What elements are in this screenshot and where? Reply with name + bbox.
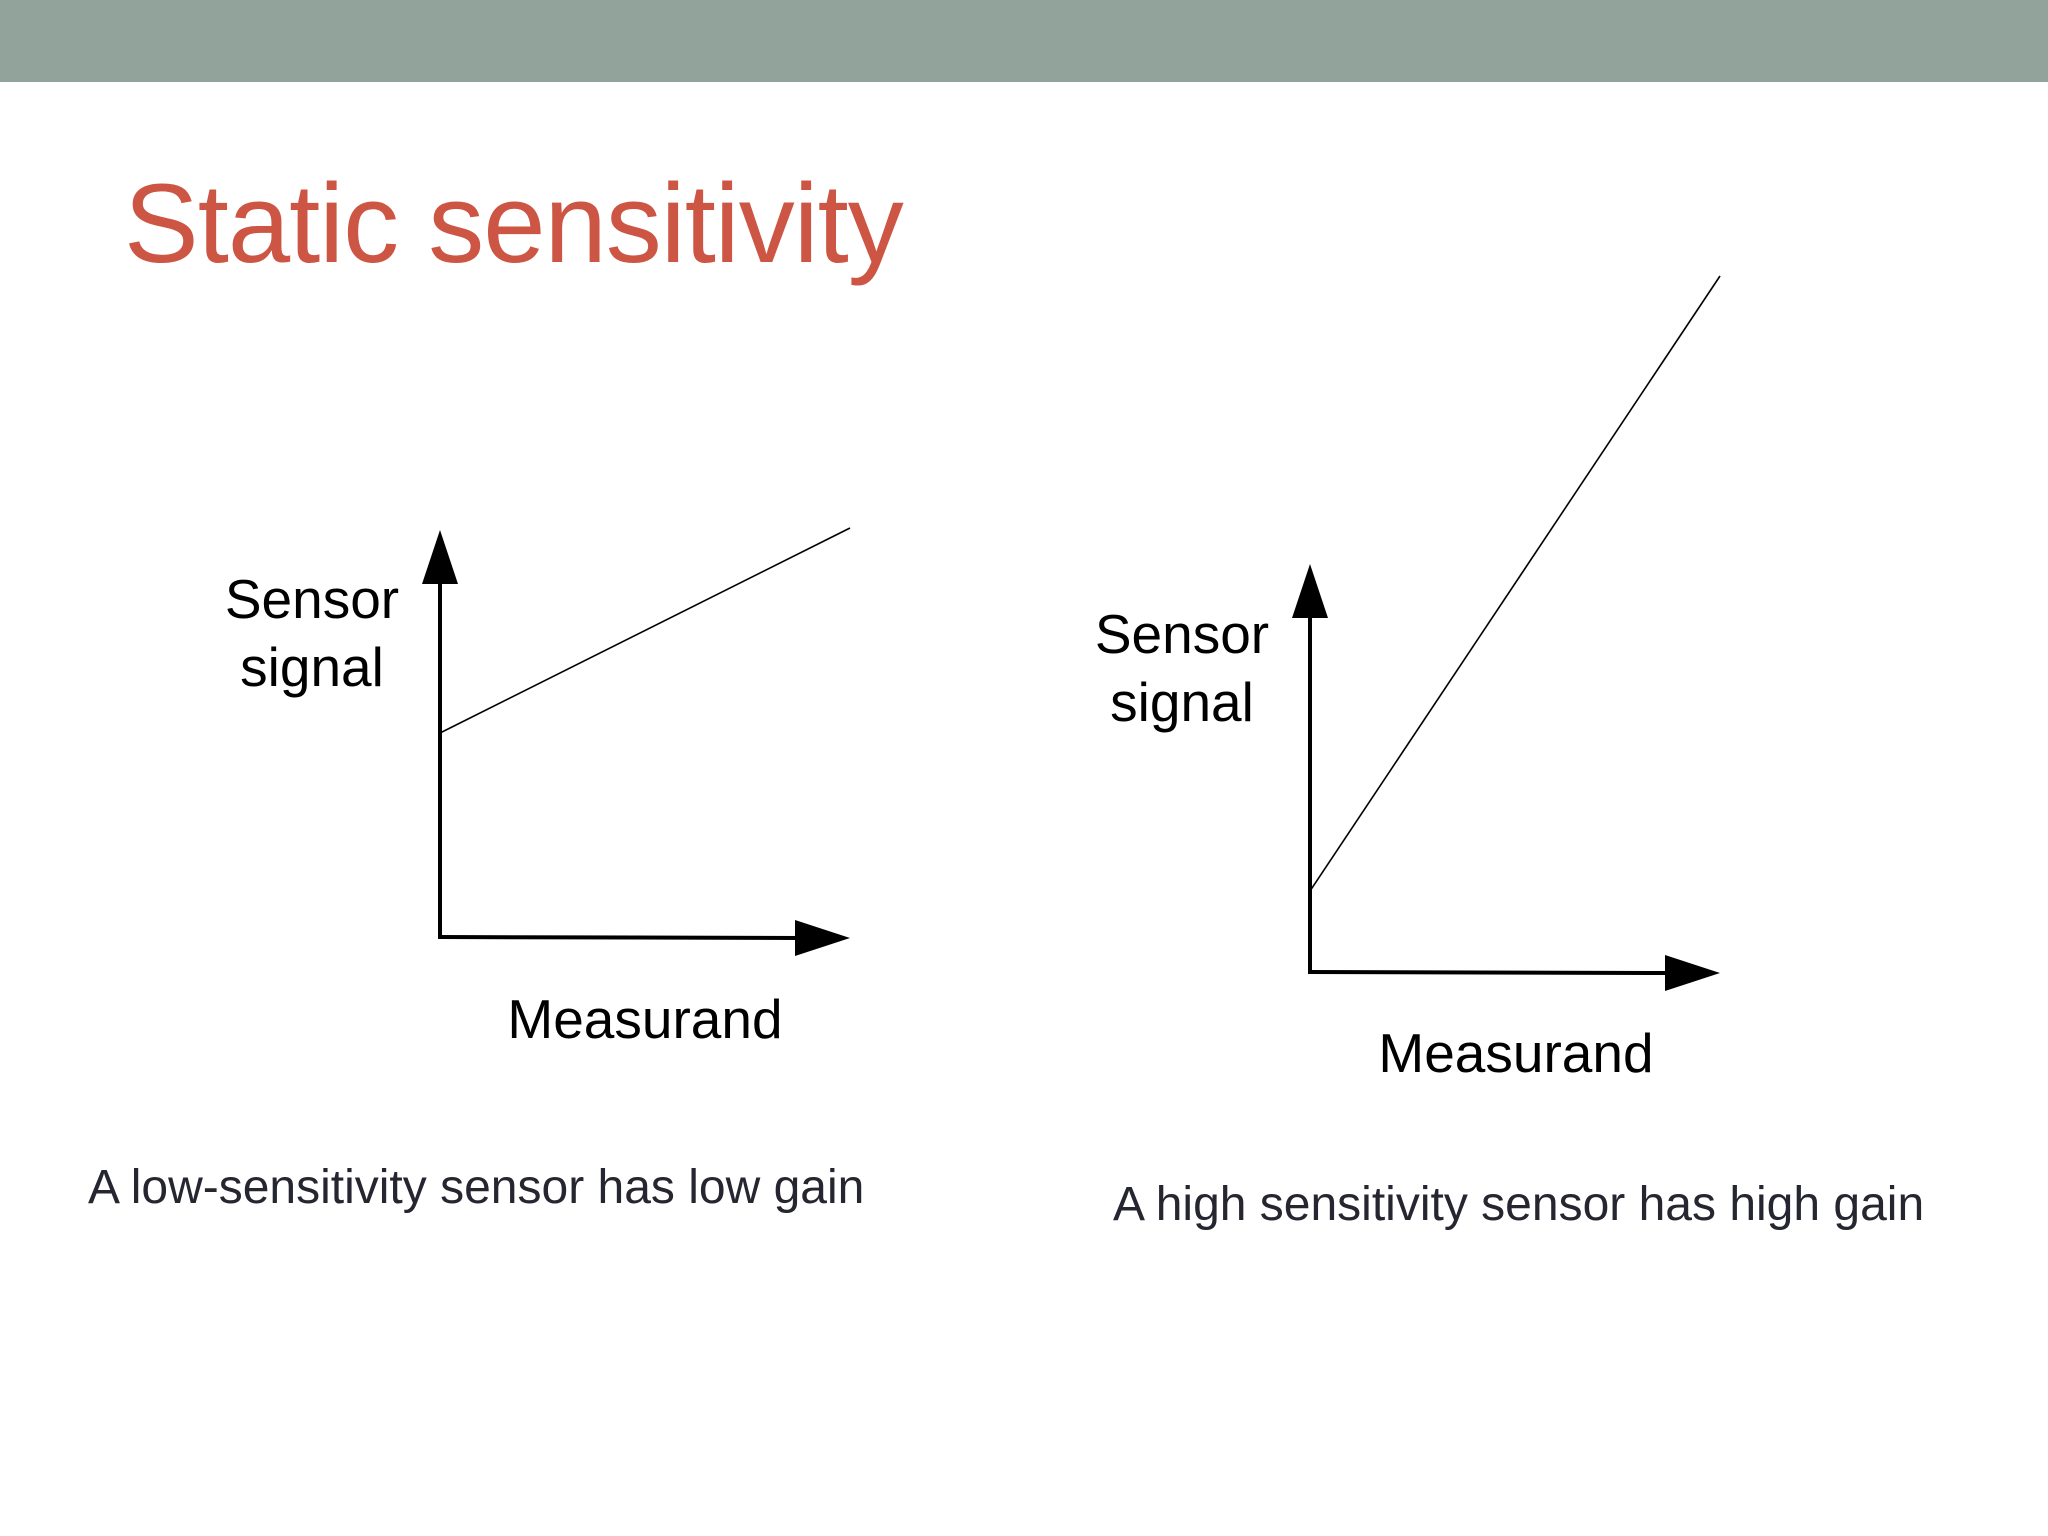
left-y-axis-label-line2: signal: [240, 636, 384, 698]
left-x-axis: [437, 935, 801, 940]
left-response-line: [439, 527, 851, 734]
high-sensitivity-diagram: Sensor signal Measurand: [1095, 275, 1721, 1084]
top-banner-bar: [0, 0, 2048, 82]
high-sensitivity-caption: A high sensitivity sensor has high gain: [1113, 1178, 1925, 1231]
right-response-line: [1309, 275, 1721, 892]
right-y-axis-label-line2: signal: [1110, 671, 1254, 733]
left-y-axis-arrowhead: [422, 530, 458, 584]
low-sensitivity-caption: A low-sensitivity sensor has low gain: [88, 1161, 865, 1214]
right-y-axis-label-line1: Sensor: [1095, 603, 1269, 665]
slide-title: Static sensitivity: [124, 161, 904, 286]
right-x-axis-arrowhead: [1665, 955, 1720, 991]
right-x-axis-label: Measurand: [1378, 1022, 1653, 1084]
low-sensitivity-diagram: Sensor signal Measurand: [225, 527, 851, 1050]
right-y-axis-arrowhead: [1292, 564, 1328, 618]
right-x-axis: [1307, 970, 1671, 975]
left-x-axis-label: Measurand: [507, 988, 782, 1050]
left-x-axis-arrowhead: [795, 920, 850, 956]
left-y-axis-label-line1: Sensor: [225, 568, 399, 630]
